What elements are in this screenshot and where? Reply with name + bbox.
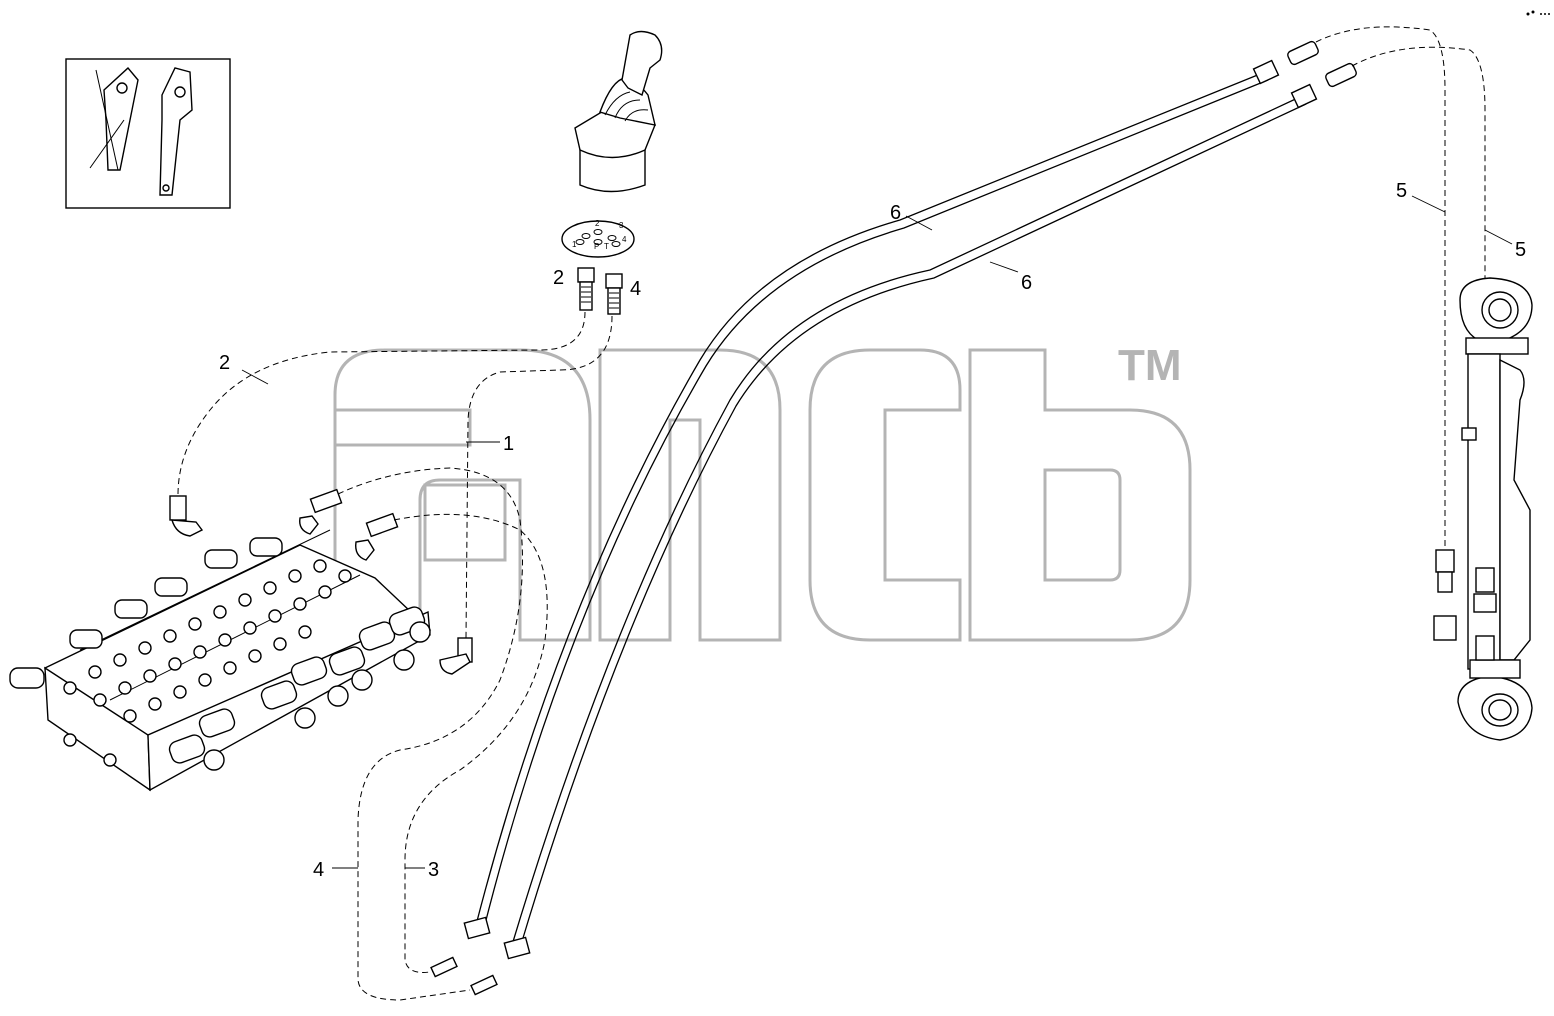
pin-label-1: 1 (572, 240, 577, 249)
hose-end-fitting-3 (430, 956, 458, 978)
corner-dots-icon (1526, 10, 1550, 16)
control-valve (9, 529, 432, 792)
callout-6-lower: 6 (989, 261, 1032, 294)
joystick-fitting-4 (605, 273, 623, 315)
valve-elbow-fitting-c (355, 512, 399, 561)
pilot-hose-a (337, 467, 523, 1001)
valve-spools-front (168, 606, 431, 771)
inset-lever-left (89, 66, 139, 171)
callout-5-left: 5 (1396, 180, 1446, 213)
pin-label-4: 4 (622, 235, 627, 244)
callout-2-hose: 2 (219, 352, 269, 385)
valve-ports (63, 559, 352, 723)
cylinder-fitting-left (1433, 549, 1457, 641)
pilot-hose-5-a (1315, 26, 1446, 550)
callout-label-2a: 2 (219, 352, 230, 374)
callout-5-right: 5 (1484, 229, 1526, 261)
callout-label-1: 1 (503, 433, 514, 455)
pin-label-p: P (594, 242, 599, 251)
hydraulic-hose-6-a (463, 59, 1280, 940)
callout-2-fitting: 2 (553, 267, 564, 289)
watermark-tm: TM (1118, 341, 1182, 390)
valve-elbow-fitting-a (169, 495, 204, 537)
pin-label-2: 2 (595, 219, 600, 228)
callout-1: 1 (466, 433, 514, 455)
callout-label-3: 3 (428, 859, 439, 881)
callout-4-fitting: 4 (630, 278, 641, 300)
pin-label-3: 3 (619, 221, 624, 230)
callout-label-4a: 4 (313, 859, 324, 881)
cylinder-fitting-right (1473, 567, 1497, 661)
callout-4-hose: 4 (313, 859, 358, 881)
inset-lever-right (159, 67, 193, 196)
callout-label-5a: 5 (1396, 180, 1407, 202)
joystick-pinout-plate: 1 2 3 4 P T (561, 219, 635, 258)
callout-6-upper: 6 (890, 202, 933, 231)
joystick-fitting-2 (577, 267, 595, 311)
watermark-logo: TM (333, 341, 1192, 642)
pilot-hose-5-b (1351, 46, 1486, 560)
hose-end-fitting-4 (470, 974, 498, 996)
top-fitting-a (1287, 40, 1319, 66)
valve-spools-back (9, 537, 283, 689)
valve-elbow-fitting-b (299, 488, 343, 535)
pilot-hose-b (393, 513, 548, 973)
hydraulic-cylinder (1457, 277, 1533, 741)
callout-label-6b: 6 (1021, 272, 1032, 294)
valve-elbow-fitting-d (439, 637, 473, 675)
pilot-hose-2 (177, 311, 586, 496)
joystick (574, 30, 663, 193)
callout-label-2b: 2 (553, 267, 564, 289)
callout-label-4b: 4 (630, 278, 641, 300)
callout-label-6a: 6 (890, 202, 901, 224)
hydraulic-hose-6-b (503, 83, 1318, 960)
top-fitting-b (1325, 62, 1357, 88)
pilot-hose-4-upper (465, 315, 613, 639)
pin-label-t: T (604, 242, 609, 251)
callout-label-5b: 5 (1515, 239, 1526, 261)
callout-3: 3 (405, 859, 439, 881)
inset-detail (65, 58, 231, 209)
